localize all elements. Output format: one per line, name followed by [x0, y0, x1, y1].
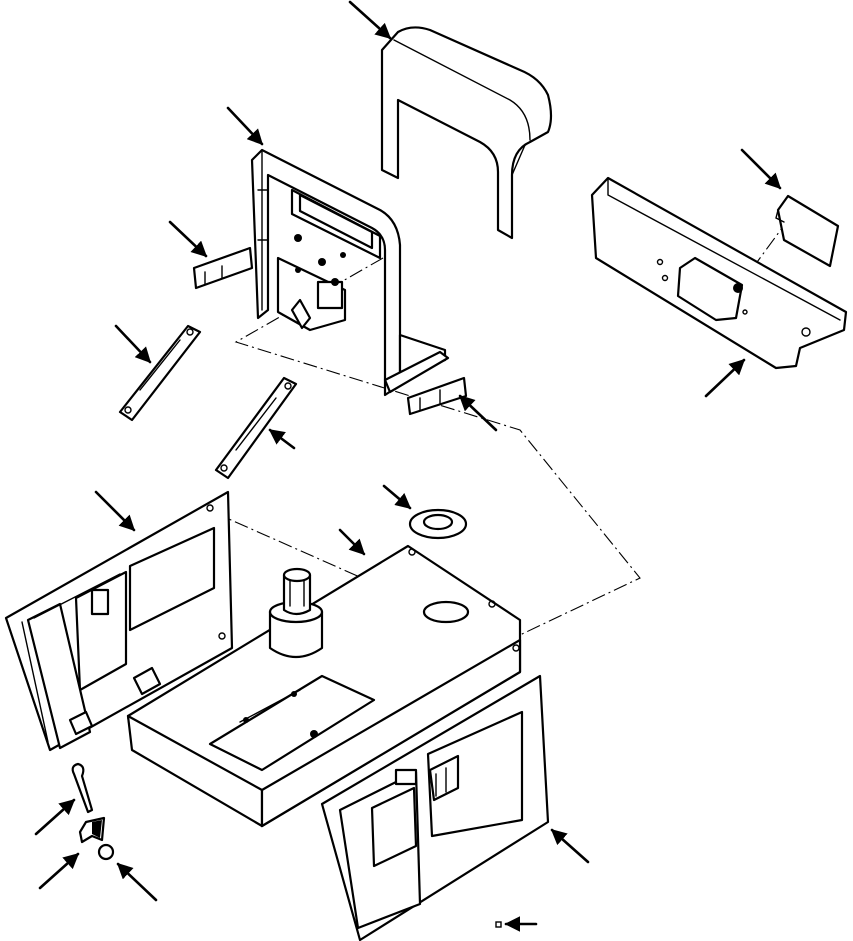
- plug: [97, 843, 115, 861]
- retainer-pin: [71, 762, 94, 814]
- callout-arrows: [34, 0, 782, 902]
- callout-arrow: [550, 828, 590, 864]
- callout-arrow: [458, 394, 498, 432]
- callout-arrow: [740, 148, 782, 190]
- callout-arrow: [704, 358, 746, 398]
- callout-arrow: [338, 528, 366, 556]
- access-plate: [775, 194, 840, 268]
- callout-arrow: [226, 106, 264, 146]
- console-base: [126, 544, 522, 828]
- grommet: [408, 508, 468, 540]
- left-side-panel: [4, 490, 234, 752]
- spacer-plate-left: [192, 246, 254, 290]
- callout-arrow: [116, 862, 158, 902]
- callout-arrow: [114, 324, 152, 364]
- right-side-panel: [320, 674, 550, 941]
- callout-arrow: [38, 852, 80, 890]
- callout-arrow: [268, 428, 296, 450]
- mounting-strip-center: [214, 376, 298, 480]
- callout-arrow: [382, 484, 412, 510]
- callout-arrow: [348, 0, 392, 40]
- reference-marker: [495, 916, 538, 932]
- callout-arrow: [168, 220, 208, 258]
- spacer-plate-right: [406, 376, 468, 416]
- callout-arrow: [94, 490, 136, 532]
- mounting-strip-left: [118, 324, 202, 422]
- console-frame: [250, 148, 450, 397]
- console-cover: [380, 26, 553, 240]
- callout-arrow: [34, 798, 76, 836]
- side-dash-panel: [590, 176, 848, 370]
- latch: [78, 816, 106, 844]
